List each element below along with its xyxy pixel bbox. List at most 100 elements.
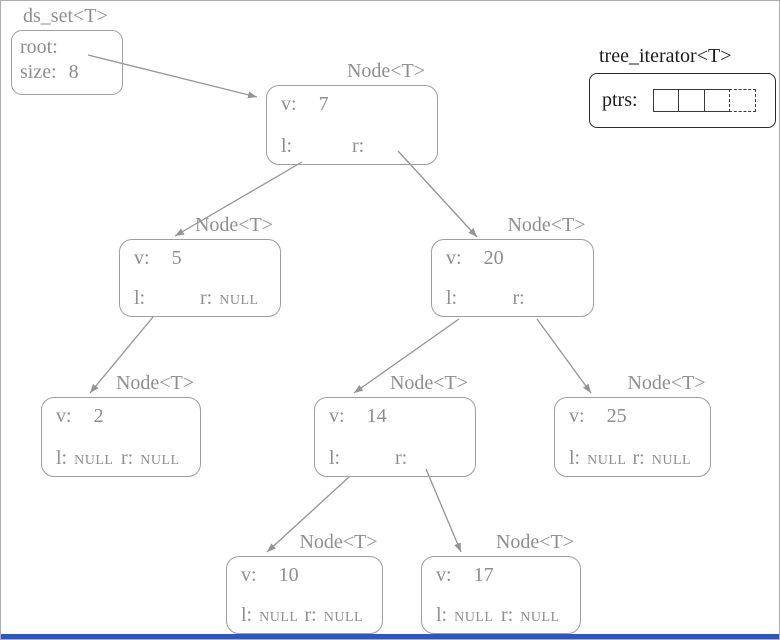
- node-7: Node<T> v: 7 l: r:: [266, 60, 438, 165]
- v-value: 5: [171, 247, 182, 269]
- bottom-edge-bar: [1, 634, 779, 639]
- l-label: l:: [241, 604, 253, 626]
- left-pointer-field: l: NULL: [56, 447, 113, 470]
- v-label: v:: [446, 247, 462, 269]
- r-label: r:: [121, 447, 134, 469]
- node-type-label: Node<T>: [627, 372, 706, 394]
- node-17: Node<T> v: 17 l:NULL r: NULL: [421, 531, 581, 634]
- node-5-box: v: 5 l: r: NULL: [119, 239, 281, 317]
- value-field: v: 2: [56, 405, 104, 428]
- node-type-label: Node<T>: [299, 531, 378, 553]
- value-field: v: 5: [134, 247, 182, 270]
- l-label: l:: [569, 447, 581, 469]
- l-label: l:: [134, 287, 146, 309]
- left-pointer-field: l:: [134, 287, 152, 310]
- value-field: v:14: [329, 405, 387, 428]
- r-value: NULL: [140, 453, 180, 468]
- l-value: NULL: [74, 453, 114, 468]
- node-25-box: v: 25 l: NULL r: NULL: [554, 397, 711, 477]
- l-label: l:: [56, 447, 68, 469]
- size-value: 8: [68, 61, 79, 83]
- right-pointer-field: r: NULL: [501, 604, 560, 627]
- iterator-box: ptrs:: [589, 73, 776, 128]
- v-value: 2: [93, 405, 104, 427]
- node-7-box: v: 7 l: r:: [266, 85, 438, 165]
- node-20: Node<T> v:20 l: r:: [431, 214, 594, 317]
- value-field: v: 7: [281, 93, 329, 116]
- v-label: v:: [241, 564, 257, 586]
- left-pointer-field: l: NULL: [241, 604, 298, 627]
- r-label: r:: [200, 287, 213, 309]
- node-type-label: Node<T>: [507, 214, 586, 236]
- node-10: Node<T> v: 10 l: NULL r:NULL: [226, 531, 383, 634]
- ptrs-label: ptrs:: [602, 89, 638, 111]
- value-field: v: 10: [241, 564, 299, 587]
- l-value: NULL: [454, 610, 494, 625]
- right-pointer-field: r:NULL: [305, 604, 364, 627]
- left-pointer-field: l:NULL: [436, 604, 493, 627]
- v-label: v:: [134, 247, 150, 269]
- value-field: v: 17: [436, 564, 494, 587]
- r-label: r:: [632, 447, 645, 469]
- pointer-cell-3: [703, 89, 731, 112]
- pointer-cells: [652, 89, 757, 112]
- l-label: l:: [281, 135, 293, 157]
- r-value: NULL: [651, 453, 692, 468]
- node-type-label: Node<T>: [115, 372, 195, 394]
- value-field: v: 25: [569, 405, 627, 428]
- right-pointer-field: r: NULL: [200, 287, 259, 310]
- v-label: v:: [436, 564, 452, 586]
- right-pointer-field: r:: [513, 287, 532, 310]
- right-pointer-field: r:: [395, 447, 414, 470]
- node-10-box: v: 10 l: NULL r:NULL: [226, 556, 383, 634]
- node-17-box: v: 17 l:NULL r: NULL: [421, 556, 581, 634]
- r-value: NULL: [520, 610, 560, 625]
- pointer-cell-1: [652, 89, 680, 112]
- v-label: v:: [281, 93, 297, 115]
- r-label: r:: [501, 604, 514, 626]
- r-label: r:: [352, 135, 365, 157]
- size-label: size:: [20, 61, 57, 83]
- node-14: Node<T> v:14 l: r:: [314, 372, 476, 477]
- node-14-box: v:14 l: r:: [314, 397, 476, 477]
- v-label: v:: [56, 405, 72, 427]
- root-pointer-label: root:: [20, 36, 58, 58]
- l-label: l:: [446, 287, 458, 309]
- left-pointer-field: l:: [446, 287, 464, 310]
- left-pointer-field: l: NULL: [569, 447, 626, 470]
- dsset-title: ds_set<T>: [23, 5, 108, 27]
- l-value: NULL: [259, 610, 299, 625]
- v-value: 17: [473, 564, 494, 586]
- node-type-label: Node<T>: [389, 372, 469, 394]
- node-5: Node<T> v: 5 l: r: NULL: [119, 214, 281, 317]
- v-value: 14: [366, 405, 387, 427]
- node-20-box: v:20 l: r:: [431, 239, 594, 317]
- node-type-label: Node<T>: [194, 214, 274, 236]
- r-value: NULL: [219, 293, 259, 308]
- left-pointer-field: l:: [281, 135, 299, 158]
- node-type-label: Node<T>: [346, 60, 426, 82]
- l-value: NULL: [587, 453, 627, 468]
- right-pointer-field: r:: [352, 135, 371, 158]
- node-25: Node<T> v: 25 l: NULL r: NULL: [554, 372, 711, 477]
- node-2-box: v: 2 l: NULL r: NULL: [41, 397, 201, 477]
- pointer-cell-4-dashed: [729, 89, 757, 112]
- l-label: l:: [329, 447, 341, 469]
- node-2: Node<T> v: 2 l: NULL r: NULL: [41, 372, 201, 477]
- dsset-box: root: size: 8: [11, 30, 123, 95]
- v-label: v:: [569, 405, 585, 427]
- v-value: 25: [606, 405, 627, 427]
- node-type-label: Node<T>: [495, 531, 575, 553]
- right-pointer-field: r: NULL: [121, 447, 180, 470]
- value-field: v:20: [446, 247, 504, 270]
- size-field: size: 8: [20, 61, 79, 84]
- pointer-cell-2: [678, 89, 706, 112]
- iterator-title: tree_iterator<T>: [599, 45, 732, 67]
- left-pointer-field: l:: [329, 447, 347, 470]
- r-label: r:: [512, 287, 525, 309]
- r-label: r:: [304, 604, 317, 626]
- v-value: 7: [318, 93, 329, 115]
- right-pointer-field: r: NULL: [633, 447, 692, 470]
- v-value: 10: [278, 564, 299, 586]
